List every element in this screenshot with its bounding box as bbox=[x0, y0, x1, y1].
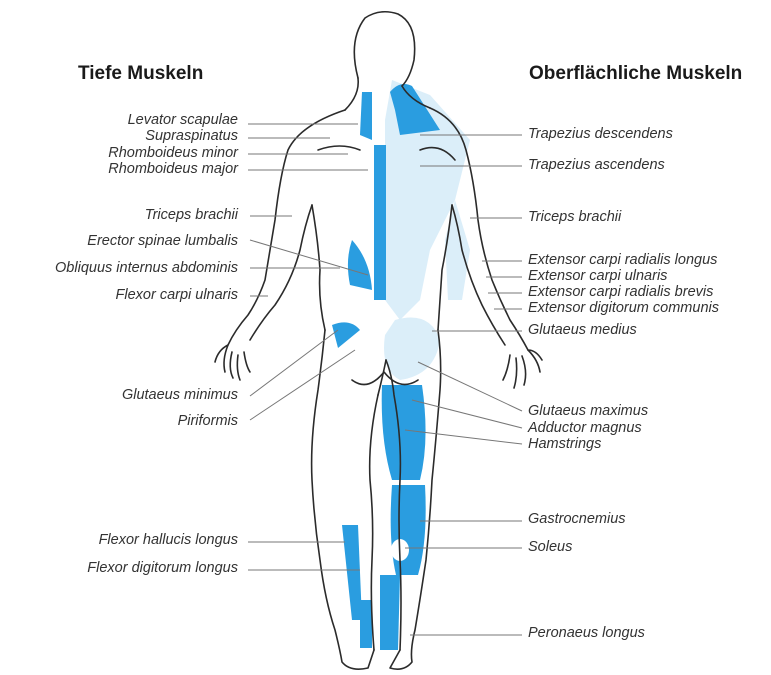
label-triceps-brachii-superficial: Triceps brachii bbox=[528, 209, 621, 225]
hamstrings-blue bbox=[382, 385, 426, 480]
label-glutaeus-medius: Glutaeus medius bbox=[528, 322, 637, 338]
label-obliquus-internus-abdominis: Obliquus internus abdominis bbox=[55, 260, 238, 276]
label-supraspinatus: Supraspinatus bbox=[145, 128, 238, 144]
label-soleus: Soleus bbox=[528, 539, 572, 555]
label-extensor-digitorum-communis: Extensor digitorum communis bbox=[528, 300, 719, 316]
label-piriformis: Piriformis bbox=[178, 413, 238, 429]
superficial-muscles-heading: Oberflächliche Muskeln bbox=[529, 63, 742, 85]
body-outline bbox=[215, 12, 542, 669]
label-trapezius-ascendens: Trapezius ascendens bbox=[528, 157, 665, 173]
label-glutaeus-maximus: Glutaeus maximus bbox=[528, 403, 648, 419]
label-rhomboideus-minor: Rhomboideus minor bbox=[108, 145, 238, 161]
scapula-left bbox=[318, 146, 360, 150]
label-glutaeus-minimus: Glutaeus minimus bbox=[122, 387, 238, 403]
head-outline bbox=[354, 12, 414, 86]
label-erector-spinae-lumbalis: Erector spinae lumbalis bbox=[87, 233, 238, 249]
label-extensor-carpi-radialis-longus: Extensor carpi radialis longus bbox=[528, 252, 717, 268]
right-hand bbox=[503, 350, 542, 388]
label-extensor-carpi-ulnaris: Extensor carpi ulnaris bbox=[528, 268, 667, 284]
left-hand bbox=[215, 345, 250, 380]
spine-blue bbox=[374, 145, 386, 300]
left-inner-arm bbox=[250, 205, 312, 340]
neck-left bbox=[345, 78, 358, 110]
label-adductor-magnus: Adductor magnus bbox=[528, 420, 642, 436]
flexor-blue-2 bbox=[360, 600, 372, 648]
deep-muscles-heading: Tiefe Muskeln bbox=[78, 63, 203, 85]
label-flexor-digitorum-longus: Flexor digitorum longus bbox=[87, 560, 238, 576]
label-peronaeus-longus: Peronaeus longus bbox=[528, 625, 645, 641]
glute-minimus-blue bbox=[332, 322, 360, 348]
label-trapezius-descendens: Trapezius descendens bbox=[528, 126, 673, 142]
torso-left bbox=[228, 110, 345, 345]
gastroc-blue bbox=[391, 485, 426, 575]
label-rhomboideus-major: Rhomboideus major bbox=[108, 161, 238, 177]
label-flexor-hallucis-longus: Flexor hallucis longus bbox=[99, 532, 238, 548]
label-gastrocnemius: Gastrocnemius bbox=[528, 511, 626, 527]
label-flexor-carpi-ulnaris: Flexor carpi ulnaris bbox=[116, 287, 239, 303]
levator-blue bbox=[360, 92, 372, 140]
peronaeus-blue bbox=[380, 575, 400, 650]
label-triceps-brachii-deep: Triceps brachii bbox=[145, 207, 238, 223]
erector-blue bbox=[348, 240, 372, 290]
flexor-blue-1 bbox=[342, 525, 362, 620]
label-levator-scapulae: Levator scapulae bbox=[128, 112, 238, 128]
label-extensor-carpi-radialis-brevis: Extensor carpi radialis brevis bbox=[528, 284, 713, 300]
label-hamstrings: Hamstrings bbox=[528, 436, 601, 452]
